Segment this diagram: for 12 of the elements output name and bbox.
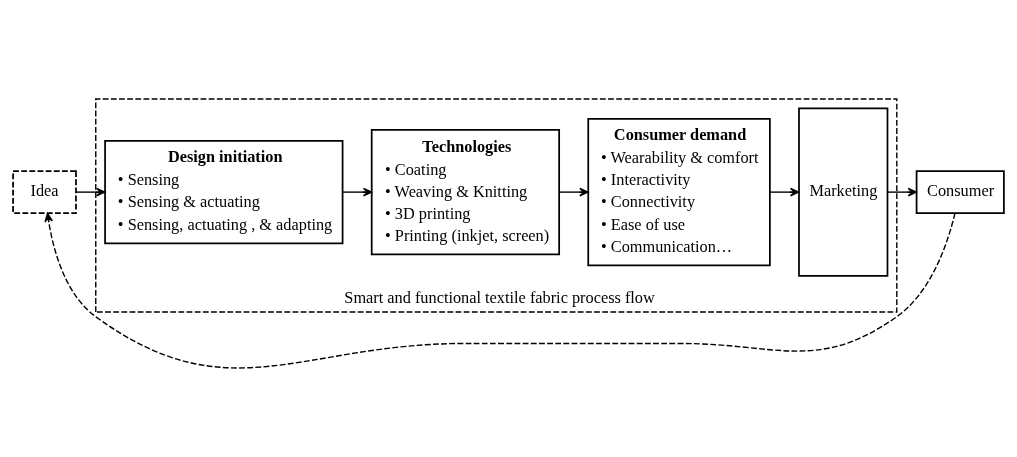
node-box: Consumer demand • Wearability & comfort • Interactivity • Connectivity • Ease of use • Communication…	[587, 117, 771, 266]
arrow	[887, 187, 918, 196]
arrow	[75, 187, 106, 196]
arrow	[769, 187, 800, 196]
arrow	[558, 187, 589, 196]
node-box: Idea	[12, 169, 77, 214]
arrow	[342, 187, 373, 196]
node-box: Design initiation • Sensing • Sensing & actuating • Sensing, actuating , & adapting	[104, 139, 344, 244]
node-box: Marketing	[798, 106, 889, 277]
node-box: Technologies • Coating • Weaving & Knitting • 3D printing • Printing (inkjet, screen)	[370, 128, 561, 255]
node-box: Consumer	[915, 169, 1005, 214]
arrow	[44, 212, 956, 369]
